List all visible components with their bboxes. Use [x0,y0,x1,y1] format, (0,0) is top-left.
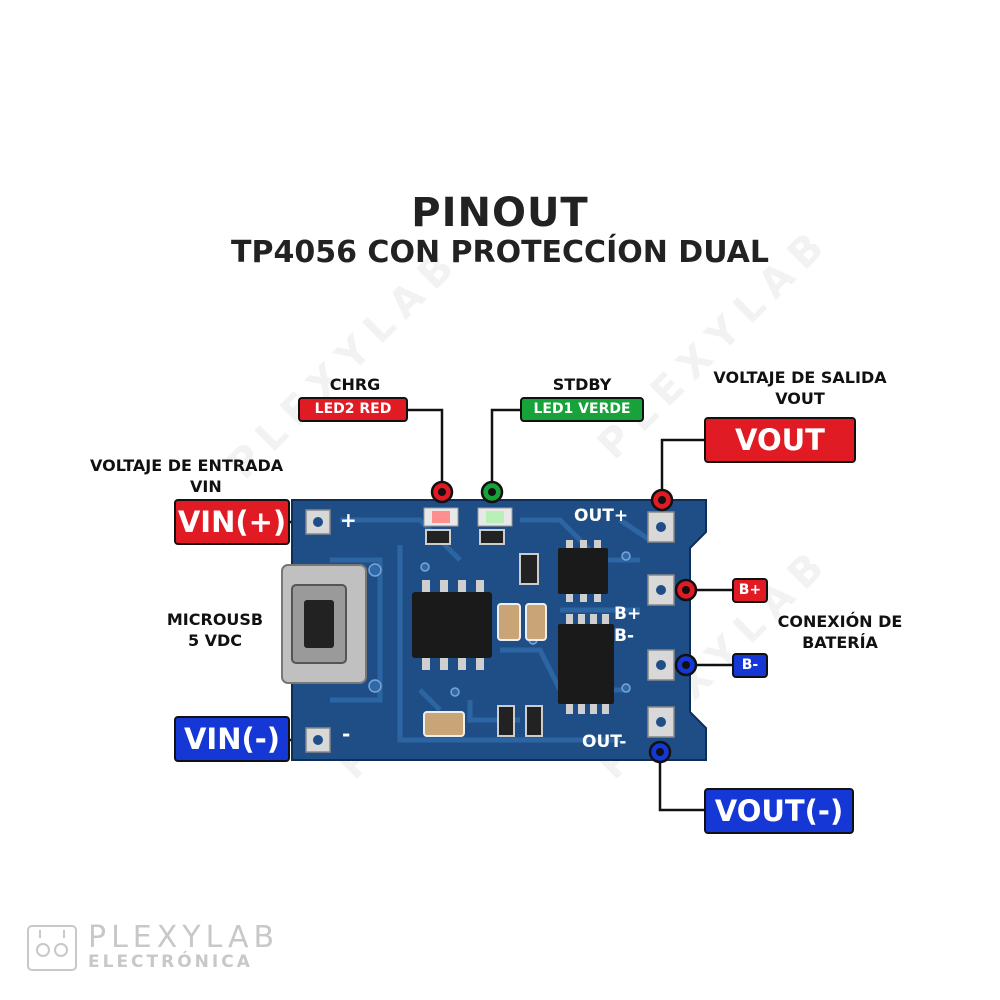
vin-title-line1: VOLTAJE DE ENTRADA [90,456,284,475]
silk-bplus: B+ [614,604,642,624]
silk-plus: + [340,508,357,532]
silk-out-plus: OUT+ [574,506,629,526]
vout-title-line2: VOUT [775,389,825,408]
chrg-label: CHRG [329,375,381,394]
vin-title-line2: VIN [190,477,222,496]
brand-logo-icon [27,925,77,971]
vout-title: VOLTAJE DE SALIDA VOUT [690,367,910,409]
silk-bminus: B- [614,626,635,646]
microusb-line2: 5 VDC [187,631,243,650]
bplus-tag: B+ [732,578,768,603]
brand-name: PLEXYLAB [88,920,280,955]
pcb-board [281,499,707,761]
vin-title: VOLTAJE DE ENTRADA VIN [90,455,330,497]
vout-title-line1: VOLTAJE DE SALIDA [713,368,887,387]
microusb-label: MICROUSB 5 VDC [150,609,280,651]
silk-minus: - [342,722,351,746]
battery-line1: CONEXIÓN DE [777,612,903,631]
battery-line2: BATERÍA [802,633,878,652]
page-title: PINOUT [411,190,589,236]
bminus-tag: B- [732,653,768,678]
stdby-led-tag: LED1 VERDE [520,397,644,422]
vout-pos-tag: VOUT (+) [704,417,856,499]
battery-label: CONEXIÓN DE BATERÍA [760,611,920,653]
brand-tagline: ELECTRÓNICA [88,952,253,972]
vin-neg-tag: VIN(-) [174,716,290,762]
vin-pos-tag: VIN(+) [174,499,290,545]
page-subtitle: TP4056 CON PROTECCÍON DUAL [231,235,769,270]
chrg-led-tag: LED2 RED [298,397,408,422]
microusb-line1: MICROUSB [166,610,264,629]
silk-out-minus: OUT- [582,732,627,752]
stdby-label: STDBY [552,375,612,394]
vout-neg-tag: VOUT(-) [704,788,854,834]
